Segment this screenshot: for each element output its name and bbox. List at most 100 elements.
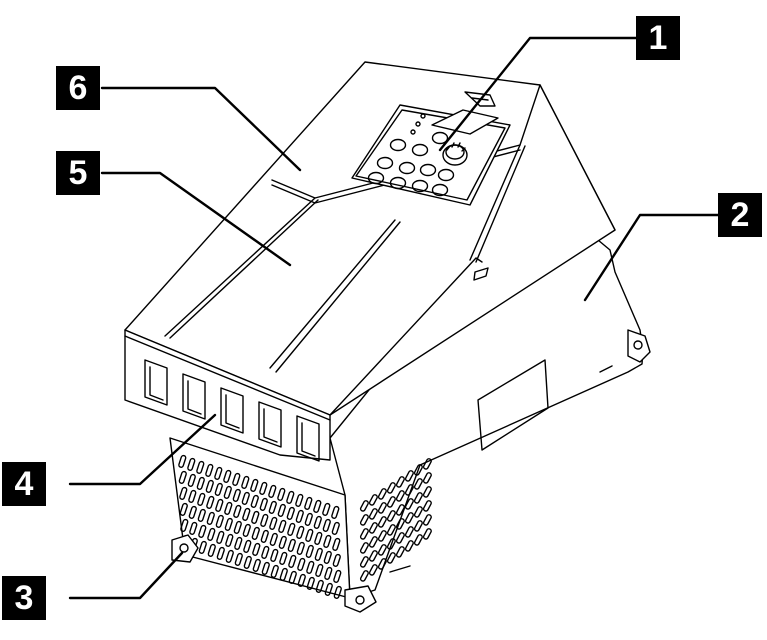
vent-slot [214, 482, 223, 496]
vent-slot [215, 514, 224, 528]
vent-slot [270, 564, 279, 578]
vent-slot [395, 532, 405, 544]
vent-slot [422, 486, 432, 498]
vent-slot [332, 553, 341, 567]
vent-slot [315, 563, 324, 577]
vent-slot [198, 524, 207, 538]
vent-slot [288, 554, 297, 568]
keypad-key [419, 163, 437, 177]
vent-slot [359, 514, 369, 526]
terminal-slot [144, 359, 168, 406]
vent-slot [205, 479, 214, 493]
callout-1: 1 [636, 16, 680, 60]
callout-6: 6 [56, 66, 100, 110]
vent-slot [206, 511, 215, 525]
vent-slot [268, 500, 277, 514]
terminal-slot [182, 373, 206, 420]
front-heatsink [169, 437, 377, 613]
vent-slot [386, 496, 396, 508]
vent-slot [187, 473, 196, 487]
vent-slot [187, 457, 196, 471]
vent-slot [306, 560, 315, 574]
vent-slot [413, 520, 423, 532]
vent-slot [286, 490, 295, 504]
vent-slot [404, 512, 414, 524]
vent-slot [395, 546, 405, 558]
vent-slot [223, 485, 232, 499]
vent-slot [295, 493, 304, 507]
vent-slot [251, 526, 260, 540]
terminal-slots [144, 359, 320, 462]
vent-slot [359, 500, 369, 512]
vent-slot [224, 517, 233, 531]
vent-slot [268, 484, 277, 498]
vent-slot [386, 538, 396, 550]
vent-slot [297, 557, 306, 571]
vent-slot [269, 516, 278, 530]
vent-slot [333, 585, 342, 599]
vent-slot [305, 528, 314, 542]
vent-slot [252, 542, 261, 556]
vent-slot [286, 506, 295, 520]
vent-slot [377, 530, 387, 542]
vent-slot [234, 536, 243, 550]
vent-slot [368, 494, 378, 506]
callout-5: 5 [56, 151, 100, 195]
vent-slot [207, 527, 216, 541]
vent-slot [377, 544, 387, 556]
keypad-key [431, 183, 449, 197]
vent-slot [287, 538, 296, 552]
vent-slot [279, 567, 288, 581]
vent-slot [277, 487, 286, 501]
vent-slot [250, 494, 259, 508]
vent-slot [413, 506, 423, 518]
vent-slot [216, 546, 225, 560]
vent-slot [404, 526, 414, 538]
vent-slot [288, 570, 297, 584]
vent-slot [180, 518, 189, 532]
vent-slot [404, 540, 414, 552]
vent-slot [331, 505, 340, 519]
vent-slot [422, 528, 432, 540]
vent-slot [324, 582, 333, 596]
vent-slot [386, 510, 396, 522]
terminal-slot [258, 401, 282, 448]
vent-slot [178, 470, 187, 484]
vent-slot [313, 499, 322, 513]
vent-slot [233, 520, 242, 534]
vent-slot [277, 503, 286, 517]
vent-slot [216, 530, 225, 544]
keypad-key [411, 143, 429, 157]
vent-slot [377, 488, 387, 500]
front-skirt [124, 257, 483, 461]
keypad-key [389, 176, 407, 190]
callout-3: 3 [2, 576, 46, 620]
vent-slot [413, 478, 423, 490]
vent-slot [188, 505, 197, 519]
vent-slot [179, 502, 188, 516]
vent-slot [368, 550, 378, 562]
vent-slot [207, 543, 216, 557]
vent-slot [198, 540, 207, 554]
vent-slot [359, 556, 369, 568]
vent-slot [377, 558, 387, 570]
vent-slot [241, 491, 250, 505]
vent-slot [196, 460, 205, 474]
vent-slot [215, 498, 224, 512]
vent-slot [305, 544, 314, 558]
keypad-key [431, 131, 449, 145]
vent-slot [359, 542, 369, 554]
leader-lines [68, 36, 724, 600]
vent-slot [287, 522, 296, 536]
vent-slot [296, 541, 305, 555]
vent-slot [368, 536, 378, 548]
terminal-slot-inner [301, 422, 316, 457]
vent-slot [386, 482, 396, 494]
vent-slot [242, 523, 251, 537]
vent-slot [297, 573, 306, 587]
vent-slot [278, 535, 287, 549]
vent-slot [259, 497, 268, 511]
keypad [351, 91, 511, 206]
vent-slot [322, 518, 331, 532]
